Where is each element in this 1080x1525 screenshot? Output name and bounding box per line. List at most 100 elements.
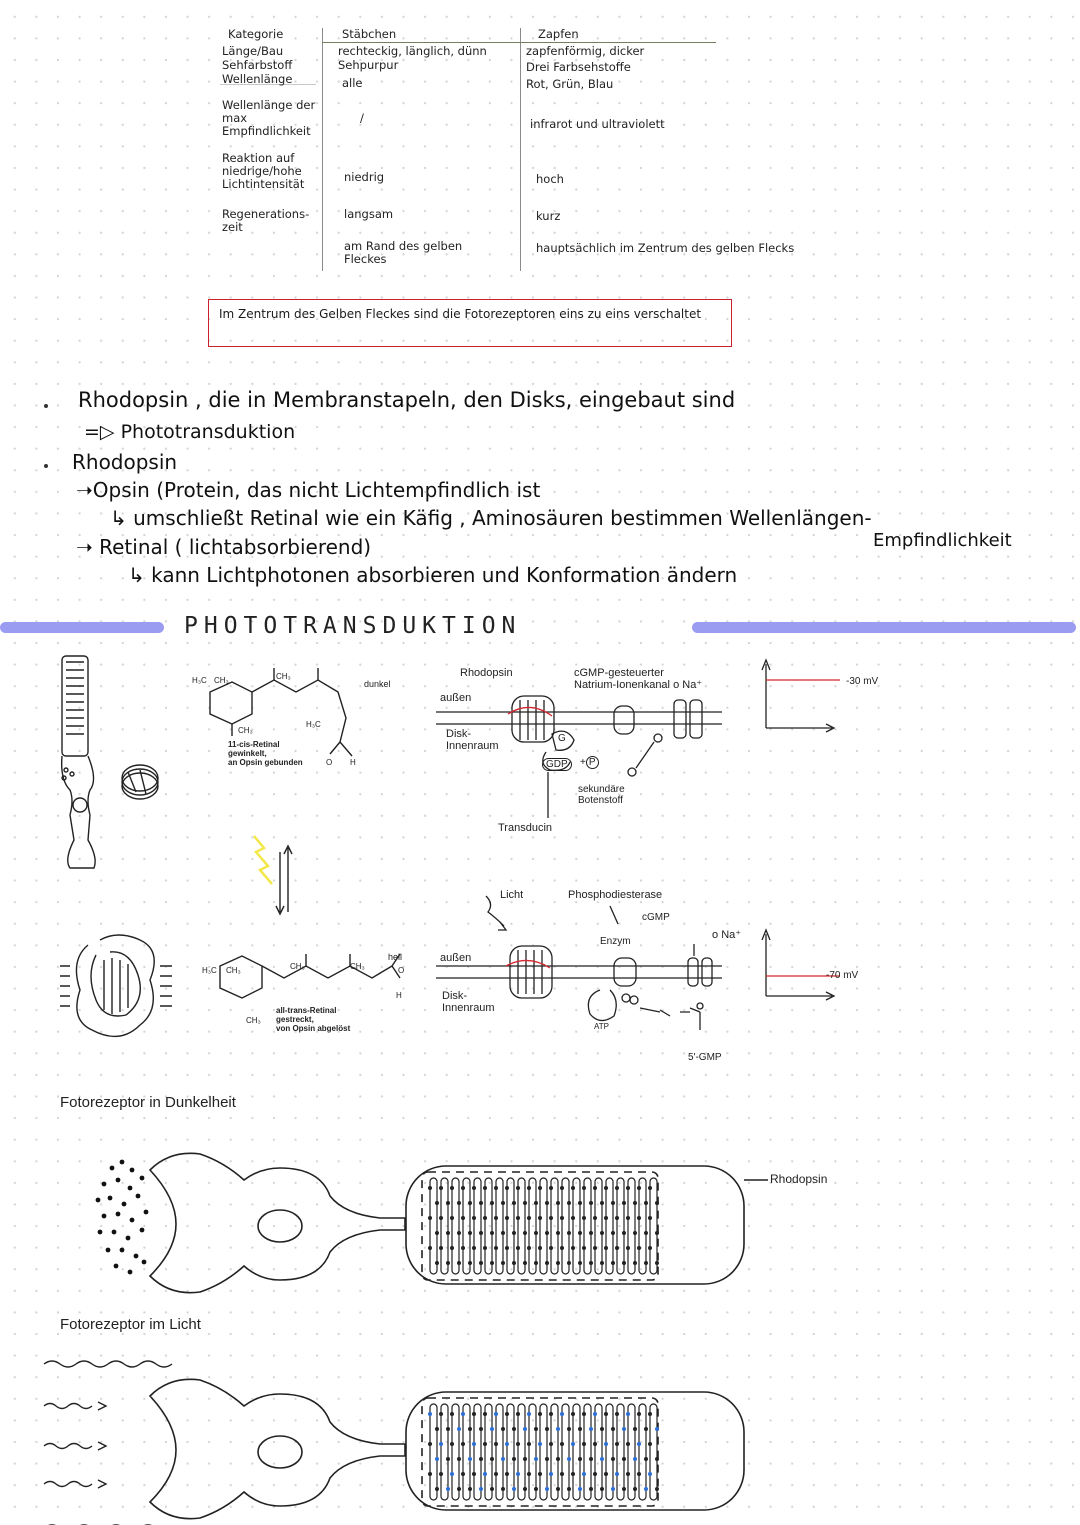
light-wave-arrows (43, 1179, 768, 1525)
rhodopsin-dot (593, 1412, 597, 1416)
rhodopsin-dot (439, 1186, 443, 1190)
chem-label: CH₃ (238, 726, 253, 735)
neurotransmitter-dot (109, 1165, 115, 1171)
rhodopsin-dot (556, 1487, 560, 1491)
neurotransmitter-dot (113, 1263, 119, 1269)
rhodopsin-dot (637, 1472, 641, 1476)
rhodopsin-dot (446, 1487, 450, 1491)
rhodopsin-dot (571, 1412, 575, 1416)
rhodopsin-dot (472, 1442, 476, 1446)
rhodopsin-dot (428, 1442, 432, 1446)
rhodopsin-caption: Rhodopsin (770, 1172, 828, 1186)
neurotransmitter-dot (115, 1177, 121, 1183)
rhodopsin-dot (611, 1201, 615, 1205)
rhodopsin-dot (512, 1201, 516, 1205)
rhodopsin-dot (593, 1216, 597, 1220)
rhodopsin-dot (567, 1261, 571, 1265)
table-line (220, 84, 316, 85)
neurotransmitter-dot (119, 1247, 125, 1253)
rhodopsin-dot (527, 1472, 531, 1476)
rhodopsin-dot (494, 1412, 498, 1416)
rhodopsin-dot (450, 1246, 454, 1250)
rhodopsin-dot (589, 1261, 593, 1265)
rhodopsin-dot (655, 1231, 659, 1235)
rhodopsin-dot (490, 1231, 494, 1235)
rhodopsin-dot (556, 1261, 560, 1265)
rhodopsin-dot (538, 1186, 542, 1190)
disk (440, 1177, 449, 1275)
disk (572, 1403, 581, 1501)
na-label: o Na⁺ (712, 929, 742, 941)
rhodopsin-dot (622, 1201, 626, 1205)
neurotransmitter-dot (139, 1227, 145, 1233)
section-title: PHOTOTRANSDUKTION (184, 613, 522, 639)
rhodopsin-dot (644, 1261, 648, 1265)
neurotransmitter-dot (95, 1197, 101, 1203)
rhodopsin-dot (534, 1457, 538, 1461)
table-divider (322, 28, 323, 271)
rhodopsin-dot (516, 1412, 520, 1416)
rhodopsin-dot (593, 1246, 597, 1250)
rhodopsin-dot (428, 1472, 432, 1476)
rhodopsin-dot (428, 1186, 432, 1190)
rhodopsin-dot (578, 1427, 582, 1431)
note-line: ↳ umschließt Retinal wie ein Käfig , Ami… (110, 506, 872, 530)
rhodopsin-dot (538, 1216, 542, 1220)
rhodopsin-dot (615, 1442, 619, 1446)
rhodopsin-dot (637, 1442, 641, 1446)
rhodopsin-dot (457, 1261, 461, 1265)
rhodopsin-dot (461, 1186, 465, 1190)
section-banner-left (0, 622, 164, 633)
rhodopsin-dot (589, 1231, 593, 1235)
disk (583, 1403, 592, 1501)
trans-retinal-label: von Opsin abgelöst (276, 1024, 351, 1033)
rhodopsin-dot (527, 1442, 531, 1446)
rhodopsin-dot (600, 1427, 604, 1431)
rhodopsin-dot (560, 1186, 564, 1190)
outside-label: außen (440, 692, 472, 704)
bullet (44, 404, 48, 408)
disk (517, 1403, 526, 1501)
disk (550, 1403, 559, 1501)
row-label: Reaktion auf niedrige/hohe Lichtintensit… (222, 151, 305, 191)
rhodopsin-dot (578, 1201, 582, 1205)
rhodopsin-dot (450, 1472, 454, 1476)
rhodopsin-dot (505, 1442, 509, 1446)
cis-retinal-label: an Opsin gebunden (228, 758, 303, 767)
glutamate-dots (95, 1159, 149, 1275)
rhodopsin-dot (483, 1246, 487, 1250)
gmp-label: 5'-GMP (688, 1052, 722, 1063)
rhodopsin-dot (567, 1487, 571, 1491)
disk (550, 1177, 559, 1275)
rhodopsin-dot (457, 1487, 461, 1491)
neurotransmitter-dot (125, 1235, 131, 1241)
rhodopsin-dot (435, 1487, 439, 1491)
rhodopsin-dot (505, 1472, 509, 1476)
row-cone: Drei Farbsehstoffe (526, 60, 631, 74)
photoreceptor-light (148, 1378, 745, 1520)
rhodopsin-dot (571, 1186, 575, 1190)
rhodopsin-dot (527, 1186, 531, 1190)
cgmp-label: cGMP (642, 912, 670, 923)
row-label: Regenerations-zeit (222, 207, 310, 234)
rhodopsin-dot (479, 1231, 483, 1235)
rhodopsin-dot (637, 1216, 641, 1220)
neurotransmitter-dot (127, 1269, 133, 1275)
rhodopsin-label: Rhodopsin (460, 667, 513, 679)
rhodopsin-dot (501, 1487, 505, 1491)
rhodopsin-dot (446, 1457, 450, 1461)
rhodopsin-dot (512, 1427, 516, 1431)
atp-label: ATP (594, 1022, 609, 1031)
highlight-note-text: Im Zentrum des Gelben Fleckes sind die F… (219, 307, 702, 321)
note-line: =▷ Phototransduktion (84, 421, 296, 443)
disk (594, 1177, 603, 1275)
dark-membrane (436, 695, 722, 818)
rhodopsin-dot (571, 1472, 575, 1476)
rhodopsin-dot (472, 1246, 476, 1250)
row-cone: hoch (536, 172, 564, 186)
rhodopsin-dot (644, 1231, 648, 1235)
rhodopsin-dot (556, 1457, 560, 1461)
rhodopsin-dot (457, 1201, 461, 1205)
rhodopsin-dot (538, 1442, 542, 1446)
disk (627, 1403, 636, 1501)
